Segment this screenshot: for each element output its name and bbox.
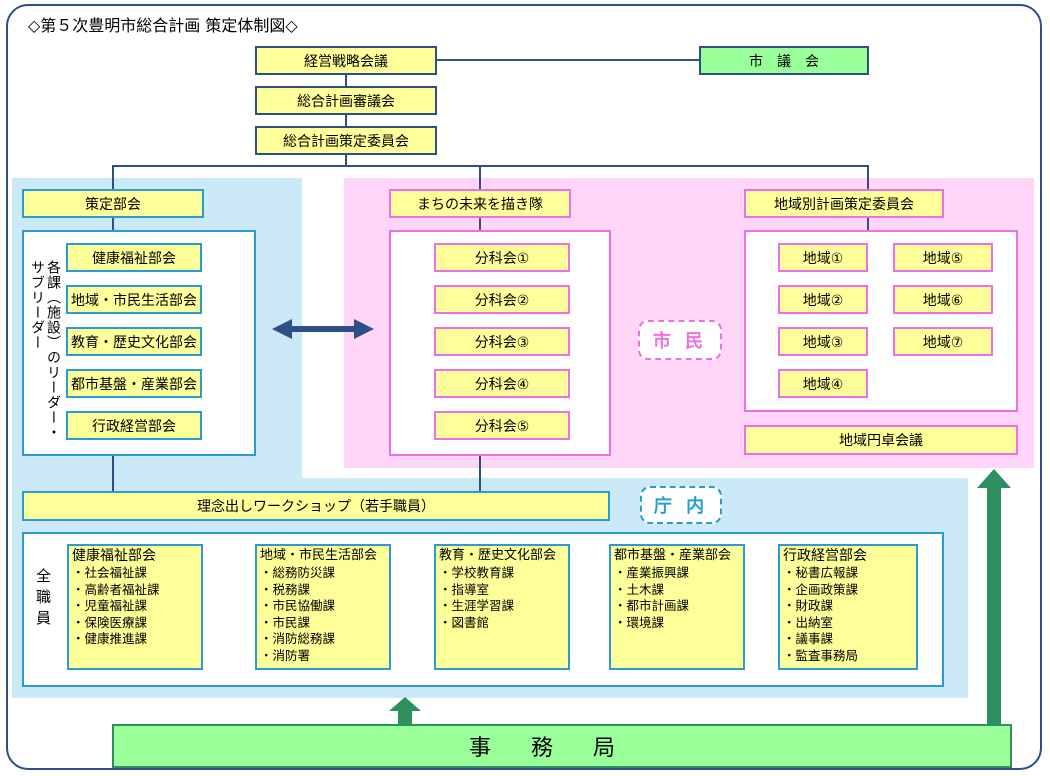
roundtable-box: 地域円卓会議: [744, 425, 1018, 455]
department-item: ・環境課: [614, 614, 665, 630]
left-group-item: 地域・市民生活部会: [66, 285, 202, 314]
left-header: 策定部会: [22, 189, 204, 218]
department-item: ・市民課: [260, 614, 311, 630]
department-item: ・総務防災課: [260, 565, 336, 580]
up-arrow-icon: [389, 697, 421, 726]
department-item: ・議事課: [783, 631, 834, 647]
department-item: ・社会福祉課: [72, 565, 148, 580]
region-item: 地域⑤: [893, 243, 993, 272]
left-group-item: 行政経営部会: [66, 411, 202, 440]
department-card: 行政経営部会 ・秘書広報課 ・企画政策課 ・財政課 ・出納室 ・議事課 ・監査事…: [778, 544, 918, 670]
department-item: ・健康推進課: [72, 631, 148, 647]
department-name: 行政経営部会: [783, 548, 867, 564]
department-item: ・生涯学習課: [439, 598, 515, 614]
department-name: 健康福祉部会: [72, 548, 156, 564]
department-item: ・学校教育課: [439, 565, 515, 580]
city-council-box: 市 議 会: [699, 46, 869, 75]
connector-line: [112, 218, 114, 230]
region-item: 地域①: [778, 243, 868, 272]
department-card: 健康福祉部会 ・社会福祉課 ・高齢者福祉課 ・児童福祉課 ・保険医療課 ・健康推…: [67, 544, 203, 670]
connector-line: [345, 74, 347, 86]
council-box: 総合計画審議会: [255, 86, 437, 115]
connector-line: [479, 455, 481, 491]
department-card: 教育・歴史文化部会 ・学校教育課 ・指導室 ・生涯学習課 ・図書館: [434, 544, 570, 670]
department-item: ・保険医療課: [72, 614, 148, 630]
all-staff-label: 全職員: [34, 568, 52, 631]
department-name: 地域・市民生活部会: [260, 548, 378, 563]
citizens-tag: 市 民: [638, 320, 722, 360]
connector-line: [345, 154, 347, 166]
connector-line: [345, 114, 347, 126]
department-item: ・市民協働課: [260, 598, 336, 614]
subcommittee-item: 分科会②: [434, 285, 570, 314]
department-item: ・指導室: [439, 581, 490, 597]
subcommittee-item: 分科会①: [434, 243, 570, 272]
department-item: ・出納室: [783, 614, 834, 630]
region-item: 地域⑥: [893, 285, 993, 314]
up-arrow-icon: [977, 469, 1011, 726]
department-item: ・高齢者福祉課: [72, 581, 160, 597]
department-name: 教育・歴史文化部会: [439, 548, 557, 563]
left-group-item: 教育・歴史文化部会: [66, 327, 202, 356]
department-item: ・財政課: [783, 598, 834, 614]
department-item: ・土木課: [614, 581, 665, 597]
department-item: ・図書館: [439, 614, 490, 630]
office-tag: 庁 内: [640, 486, 722, 524]
region-item: 地域②: [778, 285, 868, 314]
department-item: ・監査事務局: [783, 647, 859, 663]
right-header: 地域別計画策定委員会: [744, 189, 944, 218]
department-name: 都市基盤・産業部会: [614, 548, 732, 563]
department-item: ・産業振興課: [614, 565, 690, 580]
strategy-meeting-box: 経営戦略会議: [255, 46, 437, 75]
middle-header: まちの未来を描き隊: [389, 189, 571, 218]
connector-line: [112, 165, 114, 189]
department-card: 都市基盤・産業部会 ・産業振興課 ・土木課 ・都市計画課 ・環境課: [609, 544, 745, 670]
secretariat-box: 事務局: [112, 724, 1012, 768]
department-card: 地域・市民生活部会 ・総務防災課 ・税務課 ・市民協働課 ・市民課 ・消防総務課…: [255, 544, 391, 670]
region-item: 地域③: [778, 327, 868, 356]
department-item: ・税務課: [260, 581, 311, 597]
department-item: ・秘書広報課: [783, 565, 859, 580]
connector-line: [479, 165, 481, 189]
region-item: 地域④: [778, 369, 868, 398]
committee-box: 総合計画策定委員会: [255, 126, 437, 155]
diagram-title: ◇第５次豊明市総合計画 策定体制図◇: [28, 16, 298, 35]
leaders-vertical-label: 各課（施設）のリーダー・サブリーダー: [29, 260, 61, 440]
subcommittee-item: 分科会④: [434, 369, 570, 398]
connector-line: [479, 218, 481, 230]
left-group-item: 都市基盤・産業部会: [66, 369, 202, 398]
connector-line: [867, 218, 869, 230]
connector-line: [112, 165, 869, 167]
subcommittee-item: 分科会③: [434, 327, 570, 356]
department-item: ・消防署: [260, 647, 311, 663]
workshop-box: 理念出しワークショップ（若手職員）: [22, 491, 610, 521]
subcommittee-item: 分科会⑤: [434, 411, 570, 440]
region-item: 地域⑦: [893, 327, 993, 356]
left-group-item: 健康福祉部会: [66, 243, 202, 272]
department-item: ・都市計画課: [614, 598, 690, 614]
department-item: ・企画政策課: [783, 581, 859, 597]
department-item: ・児童福祉課: [72, 598, 148, 614]
connector-line: [436, 59, 700, 61]
double-arrow-icon: [272, 319, 374, 339]
connector-line: [867, 165, 869, 189]
connector-line: [112, 455, 114, 491]
department-item: ・消防総務課: [260, 631, 336, 647]
